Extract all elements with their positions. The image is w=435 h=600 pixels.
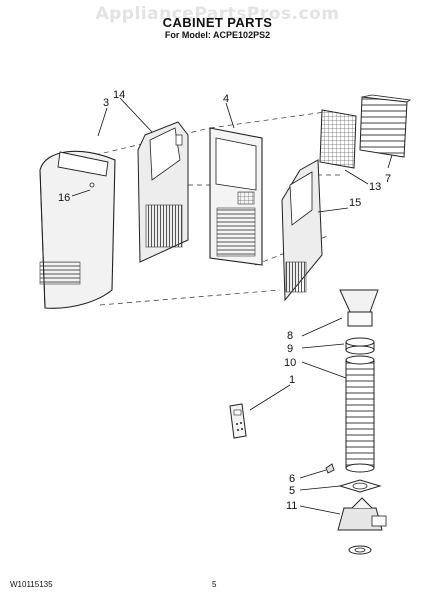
gasket-part bbox=[338, 479, 382, 493]
callout-5: 5 bbox=[289, 485, 295, 497]
remote-control-part bbox=[229, 403, 247, 439]
front-cabinet-part bbox=[39, 150, 116, 309]
callout-11: 11 bbox=[286, 500, 297, 512]
filter-frame-part bbox=[359, 94, 412, 158]
filter-mesh-part bbox=[319, 109, 357, 169]
exhaust-hose-part bbox=[345, 355, 375, 473]
screw-part bbox=[325, 463, 335, 474]
callout-8: 8 bbox=[287, 330, 293, 342]
callout-labels: 14 3 4 16 7 13 15 8 9 10 1 6 5 11 bbox=[58, 89, 391, 512]
model-subtitle: For Model: ACPE102PS2 bbox=[164, 30, 271, 40]
callout-7: 7 bbox=[385, 173, 391, 185]
callout-14: 14 bbox=[113, 89, 125, 101]
rear-left-panel-part bbox=[137, 121, 189, 263]
callout-15: 15 bbox=[349, 197, 361, 209]
window-adapter-part bbox=[337, 497, 387, 555]
callout-16: 16 bbox=[58, 192, 70, 204]
back-panel-part bbox=[209, 127, 263, 266]
leader-lines bbox=[71, 97, 393, 515]
hose-ring-part bbox=[345, 337, 375, 355]
page-number: 5 bbox=[212, 580, 217, 589]
callout-10: 10 bbox=[284, 357, 296, 369]
rear-right-panel-part bbox=[281, 159, 323, 302]
callout-4: 4 bbox=[223, 93, 229, 105]
callout-13: 13 bbox=[369, 181, 381, 193]
document-number: W10115135 bbox=[10, 580, 53, 589]
page-title: CABINET PARTS bbox=[162, 15, 273, 30]
callout-6: 6 bbox=[289, 473, 295, 485]
callout-1: 1 bbox=[289, 374, 295, 386]
callout-9: 9 bbox=[287, 343, 293, 355]
watermark: AppliancePartsPros.com bbox=[95, 4, 340, 24]
callout-3: 3 bbox=[103, 97, 109, 109]
hose-adapter-part bbox=[339, 289, 379, 327]
